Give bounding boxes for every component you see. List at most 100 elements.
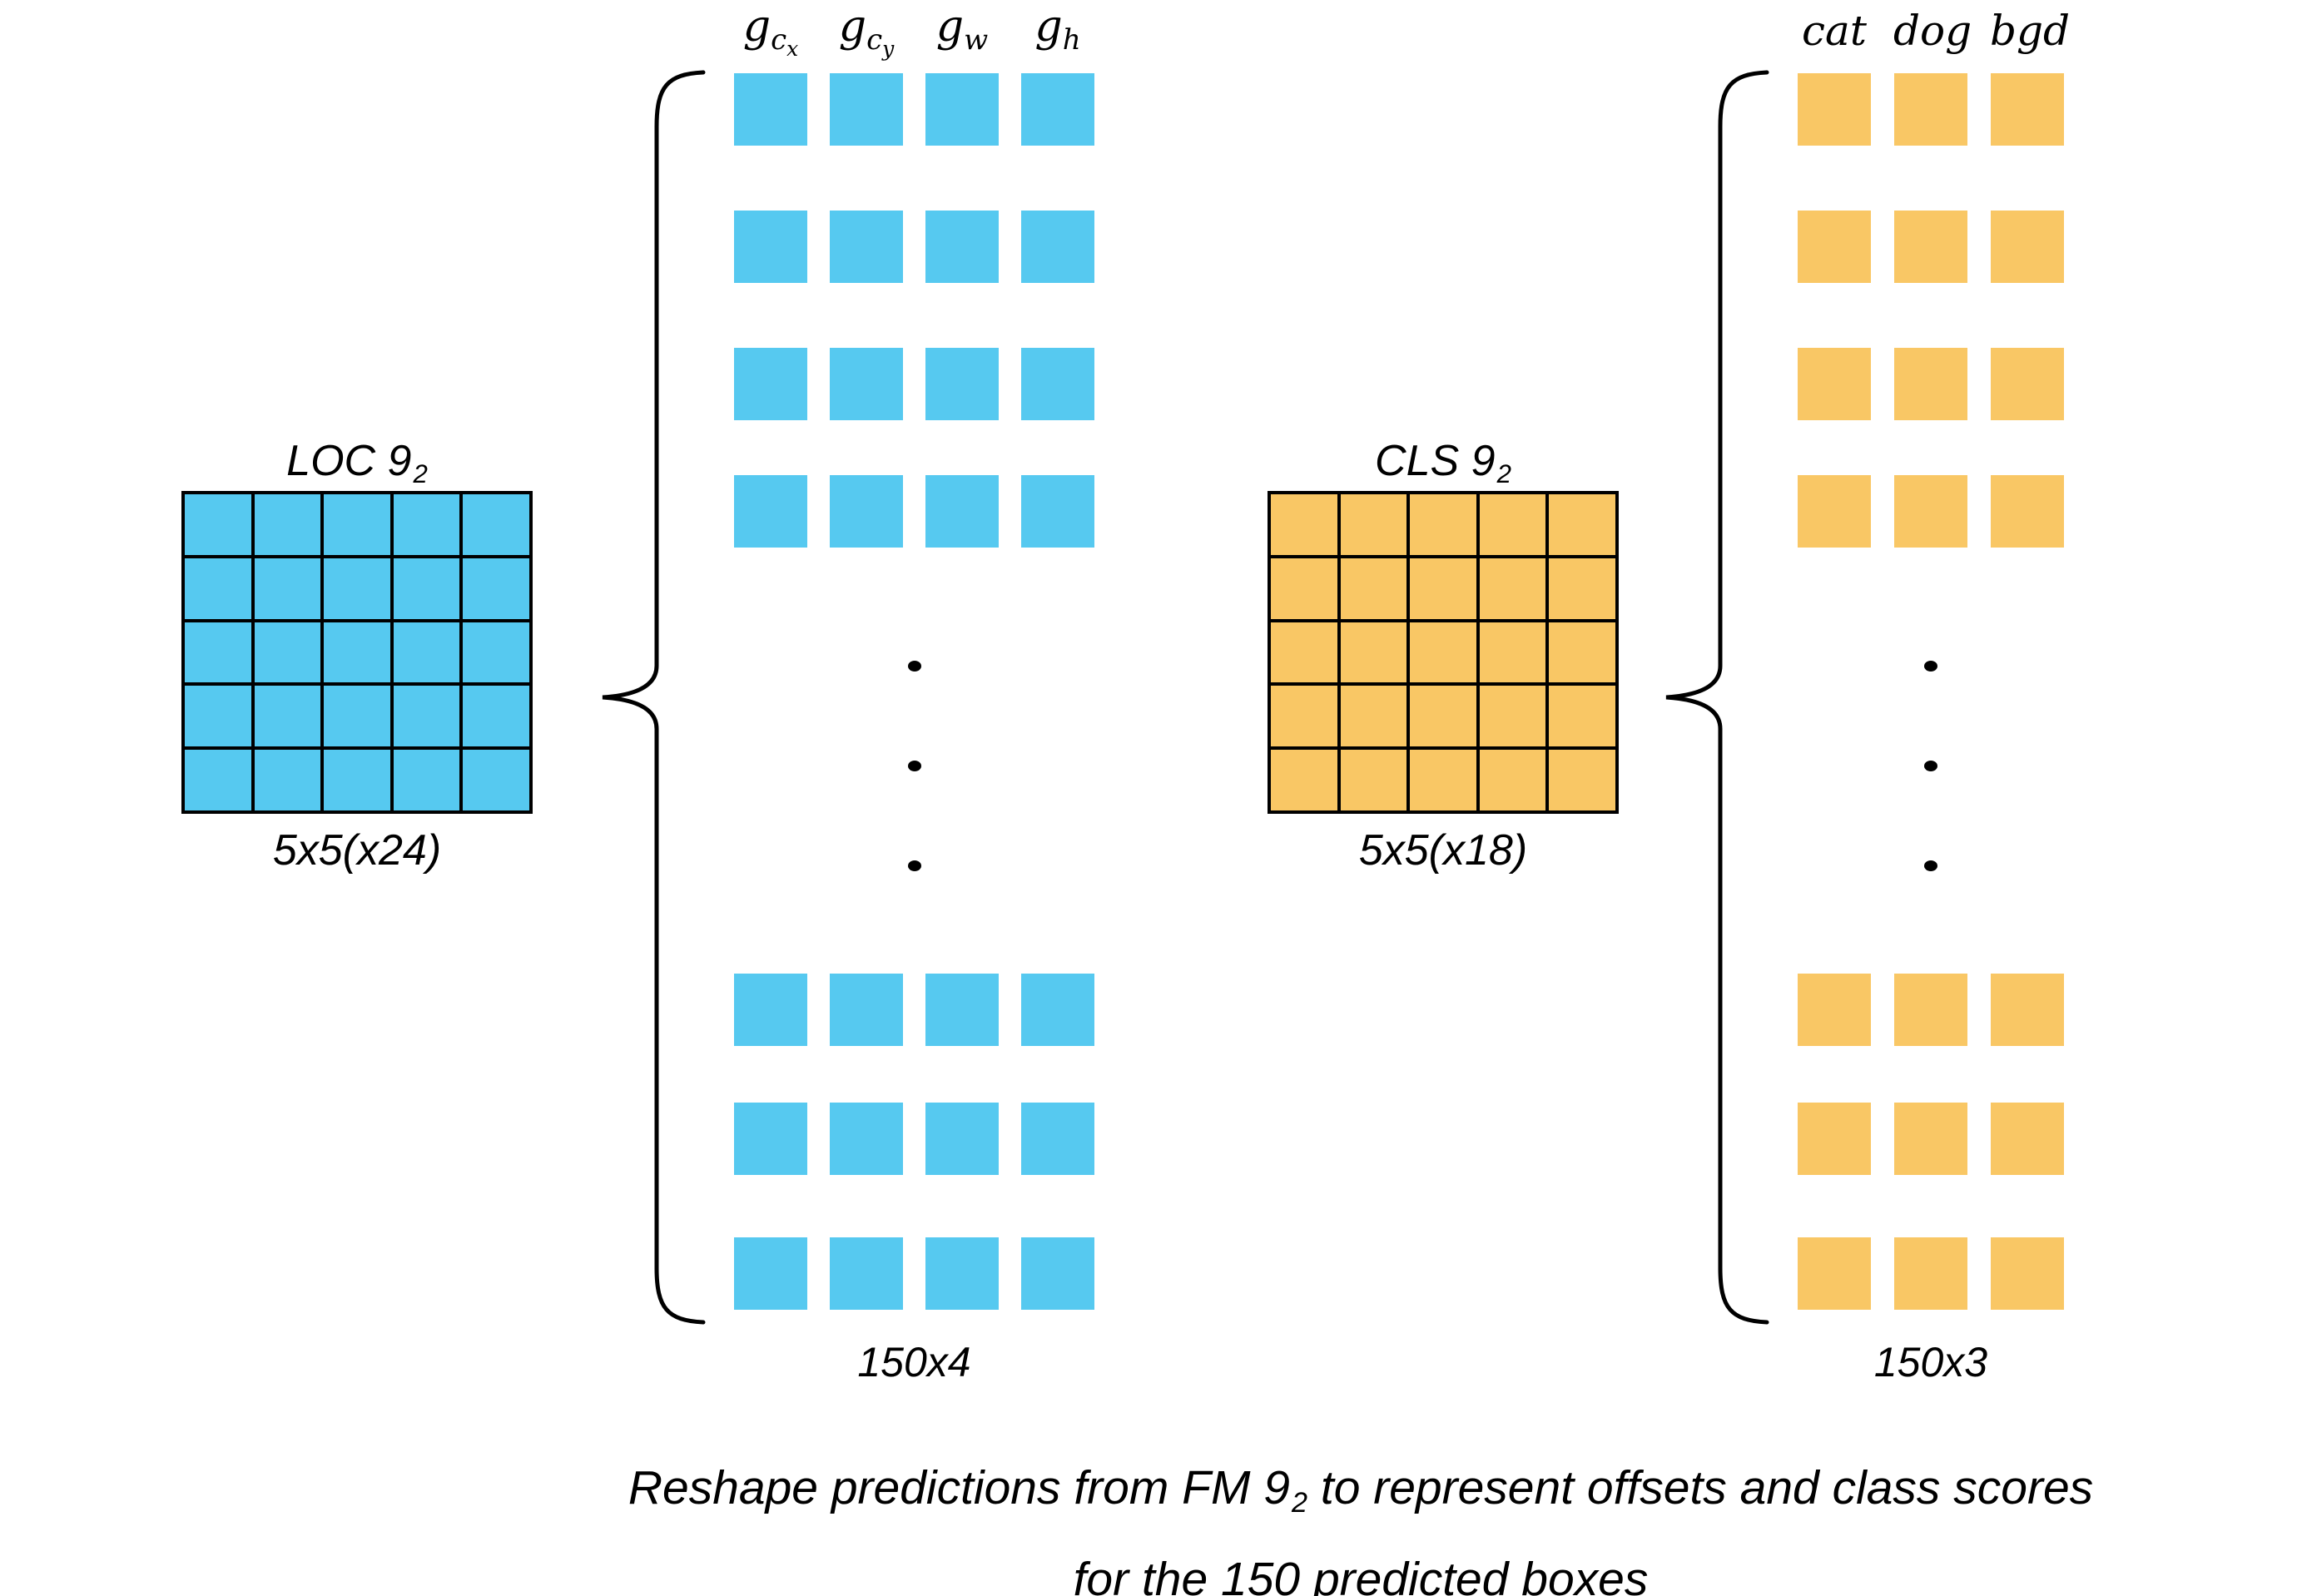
feature-map-cell	[1549, 750, 1615, 810]
ellipsis-dot	[1924, 860, 1937, 871]
loc-grid-size-label: 5x5(x24)	[181, 825, 533, 875]
feature-map-cell	[324, 686, 390, 747]
cls-matrix-square	[1798, 1103, 1871, 1175]
feature-map-cell	[1410, 494, 1476, 555]
feature-map-cell	[1340, 558, 1407, 619]
cls-matrix-square	[1894, 211, 1967, 283]
loc-matrix-square	[1021, 211, 1094, 283]
loc-matrix-square	[734, 475, 807, 548]
loc-matrix-square	[925, 1103, 999, 1175]
cls-matrix-square	[1991, 73, 2064, 146]
feature-map-cell	[185, 558, 251, 619]
feature-map-cell	[324, 558, 390, 619]
feature-map-cell	[324, 494, 390, 555]
loc-matrix-square	[830, 974, 903, 1046]
loc-column-header: gcy	[838, 2, 895, 61]
cls-matrix-square	[1991, 1103, 2064, 1175]
figure-caption-line2: for the 150 predicted boxes	[1073, 1553, 1649, 1596]
loc-grid-title: LOC 92	[181, 436, 533, 488]
loc-matrix-square	[1021, 348, 1094, 420]
feature-map-cell	[1549, 494, 1615, 555]
loc-column-header: gcx	[742, 2, 799, 61]
loc-matrix-square	[734, 348, 807, 420]
cls-matrix-size-label: 150x3	[1873, 1339, 1988, 1385]
loc-feature-map-grid	[181, 491, 533, 814]
feature-map-cell	[1410, 686, 1476, 747]
cls-column-header: bgd	[1990, 7, 2071, 55]
feature-map-cell	[1479, 494, 1546, 555]
cls-matrix-square	[1798, 974, 1871, 1046]
loc-matrix-square	[734, 1103, 807, 1175]
cls-matrix-square	[1798, 348, 1871, 420]
feature-map-cell	[254, 750, 321, 810]
loc-matrix-square	[925, 211, 999, 283]
feature-map-cell	[254, 558, 321, 619]
feature-map-cell	[1410, 622, 1476, 683]
cls-matrix-square	[1894, 475, 1967, 548]
loc-grid-size-text: 5x5(x24)	[272, 826, 442, 875]
feature-map-cell	[393, 750, 460, 810]
cls-matrix-square	[1798, 211, 1871, 283]
feature-map-cell	[393, 558, 460, 619]
loc-matrix-square	[734, 1237, 807, 1310]
feature-map-cell	[1479, 686, 1546, 747]
feature-map-cell	[1479, 750, 1546, 810]
loc-matrix-square	[830, 475, 903, 548]
loc-matrix-square	[1021, 475, 1094, 548]
cls-grid-title: CLS 92	[1268, 436, 1619, 488]
feature-map-cell	[1340, 494, 1407, 555]
feature-map-cell	[254, 494, 321, 555]
feature-map-cell	[1271, 558, 1337, 619]
feature-map-cell	[1271, 686, 1337, 747]
figure-caption-line1: Reshape predictions from FM 92 to repres…	[528, 1450, 2193, 1541]
feature-map-cell	[393, 622, 460, 683]
feature-map-cell	[1479, 622, 1546, 683]
loc-matrix-square	[830, 348, 903, 420]
feature-map-cell	[393, 494, 460, 555]
feature-map-cell	[463, 494, 529, 555]
ellipsis-dot	[908, 860, 921, 871]
cls-feature-map-grid	[1268, 491, 1619, 814]
cls-grid-size-label: 5x5(x18)	[1268, 825, 1619, 875]
loc-matrix-square	[925, 1237, 999, 1310]
cls-matrix-square	[1991, 348, 2064, 420]
ellipsis-dot	[908, 661, 921, 672]
feature-map-cell	[463, 686, 529, 747]
feature-map-cell	[1271, 622, 1337, 683]
feature-map-cell	[1410, 750, 1476, 810]
loc-matrix-square	[830, 73, 903, 146]
loc-matrix-size-label: 150x4	[857, 1339, 971, 1385]
feature-map-cell	[1549, 558, 1615, 619]
loc-column-header: gh	[1034, 2, 1081, 57]
cls-grid-size-text: 5x5(x18)	[1358, 826, 1528, 875]
ellipsis-dot	[1924, 661, 1937, 672]
loc-matrix-square	[925, 974, 999, 1046]
loc-matrix-square	[830, 211, 903, 283]
feature-map-cell	[1271, 750, 1337, 810]
feature-map-cell	[1549, 686, 1615, 747]
ellipsis-dot	[1924, 761, 1937, 771]
cls-matrix-square	[1991, 475, 2064, 548]
loc-matrix-square	[925, 475, 999, 548]
feature-map-cell	[1271, 494, 1337, 555]
feature-map-cell	[324, 622, 390, 683]
caption-line1-pre: Reshape predictions from FM 9	[628, 1461, 1291, 1514]
cls-matrix-square	[1798, 475, 1871, 548]
cls-matrix-square	[1894, 348, 1967, 420]
cls-matrix-square	[1798, 73, 1871, 146]
feature-map-cell	[463, 558, 529, 619]
loc-matrix-square	[734, 73, 807, 146]
loc-matrix-square	[734, 974, 807, 1046]
feature-map-cell	[1410, 558, 1476, 619]
feature-map-cell	[463, 622, 529, 683]
feature-map-cell	[324, 750, 390, 810]
cls-matrix-square	[1991, 1237, 2064, 1310]
figure-caption: Reshape predictions from FM 92 to repres…	[528, 1450, 2193, 1596]
loc-matrix-square	[830, 1103, 903, 1175]
cls-matrix-square	[1991, 211, 2064, 283]
feature-map-cell	[254, 686, 321, 747]
loc-matrix-square	[925, 348, 999, 420]
